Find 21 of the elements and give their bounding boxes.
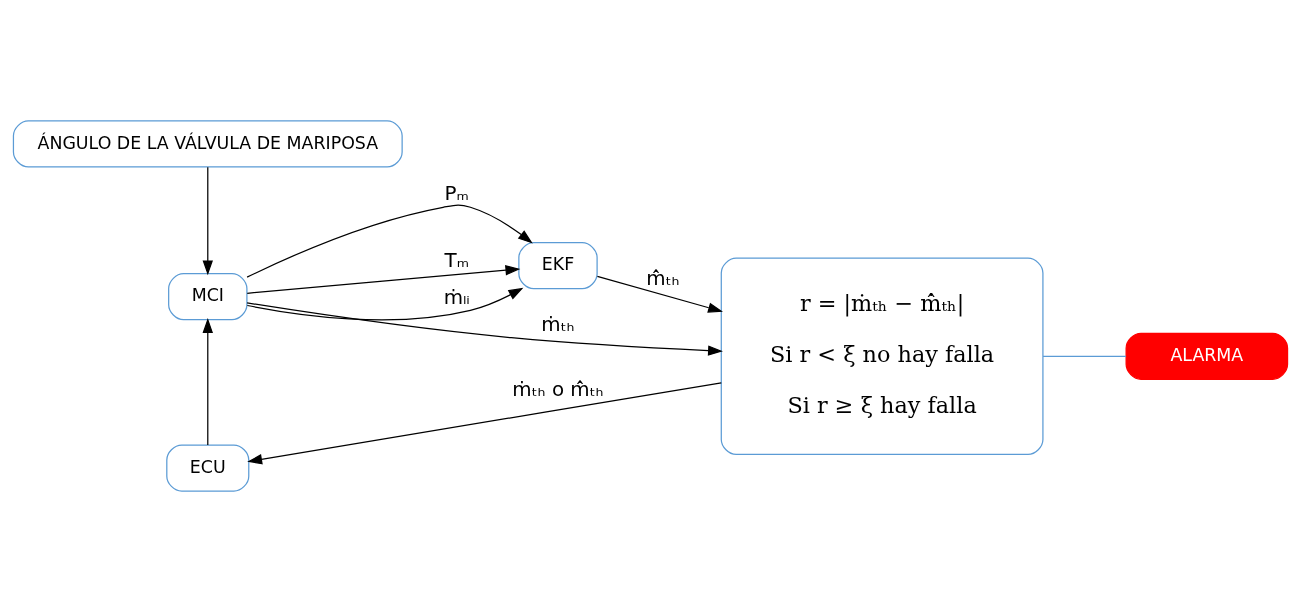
edge-label: ṁₗᵢ [443, 285, 470, 309]
node-box: EKF [518, 241, 598, 289]
arrow [202, 166, 213, 275]
node-box: ECU [166, 443, 250, 492]
edge-label: Pₘ [444, 181, 469, 205]
node-box: r = |ṁₜₕ − m̂̇ₜₕ| Si r < ξ no hay falla Si r ≥ ξ hay falla [720, 257, 1044, 455]
node-box: ÁNGULO DE LA VÁLVULA DE MARIPOSA [12, 119, 403, 168]
arrow [246, 301, 723, 356]
edge-label: m̂̇ₜₕ [646, 266, 680, 290]
node-box: ALARMA [1125, 332, 1289, 380]
arrow [596, 275, 723, 313]
arrow [202, 317, 213, 446]
node-box: MCI [168, 272, 248, 320]
arrow [246, 204, 533, 278]
edge-label: Tₘ [444, 248, 470, 272]
arrow [246, 264, 521, 294]
arrow [247, 381, 722, 464]
edge-label: ṁₜₕ o m̂̇ₜₕ [512, 377, 604, 401]
edge-label: ṁₜₕ [541, 312, 575, 336]
connector [1042, 355, 1127, 357]
arrow [246, 287, 524, 320]
